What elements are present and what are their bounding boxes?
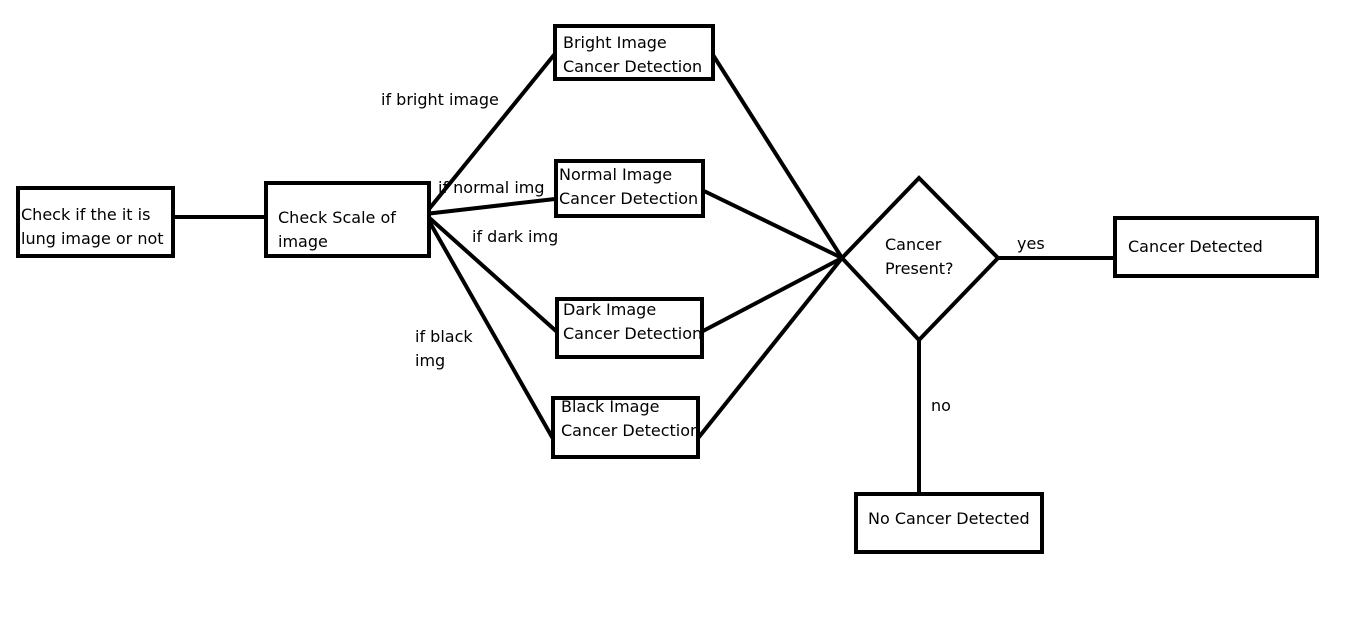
dark-line2: Cancer Detection	[563, 324, 703, 343]
edge-label-yes: yes	[1017, 234, 1045, 253]
bright-detection-box	[553, 24, 715, 81]
lung-check-box	[16, 186, 175, 258]
black-detection-box	[551, 396, 700, 459]
bright-detection-label: Bright Image Cancer Detection	[563, 31, 702, 79]
lung-check-line2: lung image or not	[21, 229, 164, 248]
bright-line2: Cancer Detection	[563, 57, 703, 76]
edge-label-dark: if dark img	[472, 227, 559, 246]
no-cancer-detected-box	[854, 492, 1044, 554]
normal-line1: Normal Image	[559, 165, 673, 184]
edge-dark-to-decision	[701, 256, 844, 333]
normal-detection-box	[554, 159, 705, 218]
edge-scale-to-black	[423, 212, 554, 439]
black-line1: Black Image	[561, 397, 660, 416]
black-detection-label: Black Image Cancer Detection	[561, 395, 700, 443]
bright-line1: Bright Image	[563, 33, 667, 52]
cancer-detected-label: Cancer Detected	[1128, 237, 1263, 256]
edge-scale-to-dark	[423, 212, 558, 333]
edge-label-black: if black img	[415, 325, 473, 373]
check-scale-label: Check Scale of image	[278, 206, 396, 254]
edge-label-no: no	[931, 396, 951, 415]
edge-scale-to-normal	[423, 197, 557, 216]
lung-check-line1: Check if the it is	[21, 205, 151, 224]
edge-label-black-line1: if black	[415, 327, 473, 346]
edge-normal-to-decision	[702, 189, 844, 260]
decision-line1: Cancer	[885, 235, 942, 254]
lung-check-label: Check if the it is lung image or not	[21, 203, 164, 251]
decision-line2: Present?	[885, 259, 954, 278]
black-line2: Cancer Detection	[561, 421, 701, 440]
edge-scale-to-bright	[423, 53, 556, 216]
edge-bright-to-decision	[711, 53, 844, 260]
edge-label-normal: if normal img	[438, 178, 545, 197]
check-scale-box	[264, 181, 431, 258]
no-cancer-detected-label: No Cancer Detected	[868, 509, 1030, 528]
cancer-detected-box	[1113, 216, 1319, 278]
check-scale-line1: Check Scale of	[278, 208, 396, 227]
decision-label: Cancer Present?	[885, 233, 954, 281]
dark-line1: Dark Image	[563, 300, 657, 319]
decision-diamond	[839, 175, 1001, 343]
check-scale-line2: image	[278, 232, 328, 251]
edge-label-bright: if bright image	[381, 90, 499, 109]
dark-detection-label: Dark Image Cancer Detection	[563, 298, 702, 346]
edge-label-black-line2: img	[415, 351, 446, 370]
dark-detection-box	[555, 297, 704, 359]
normal-line2: Cancer Detection	[559, 189, 699, 208]
normal-detection-label: Normal Image Cancer Detection	[559, 163, 698, 211]
edge-black-to-decision	[697, 256, 844, 439]
